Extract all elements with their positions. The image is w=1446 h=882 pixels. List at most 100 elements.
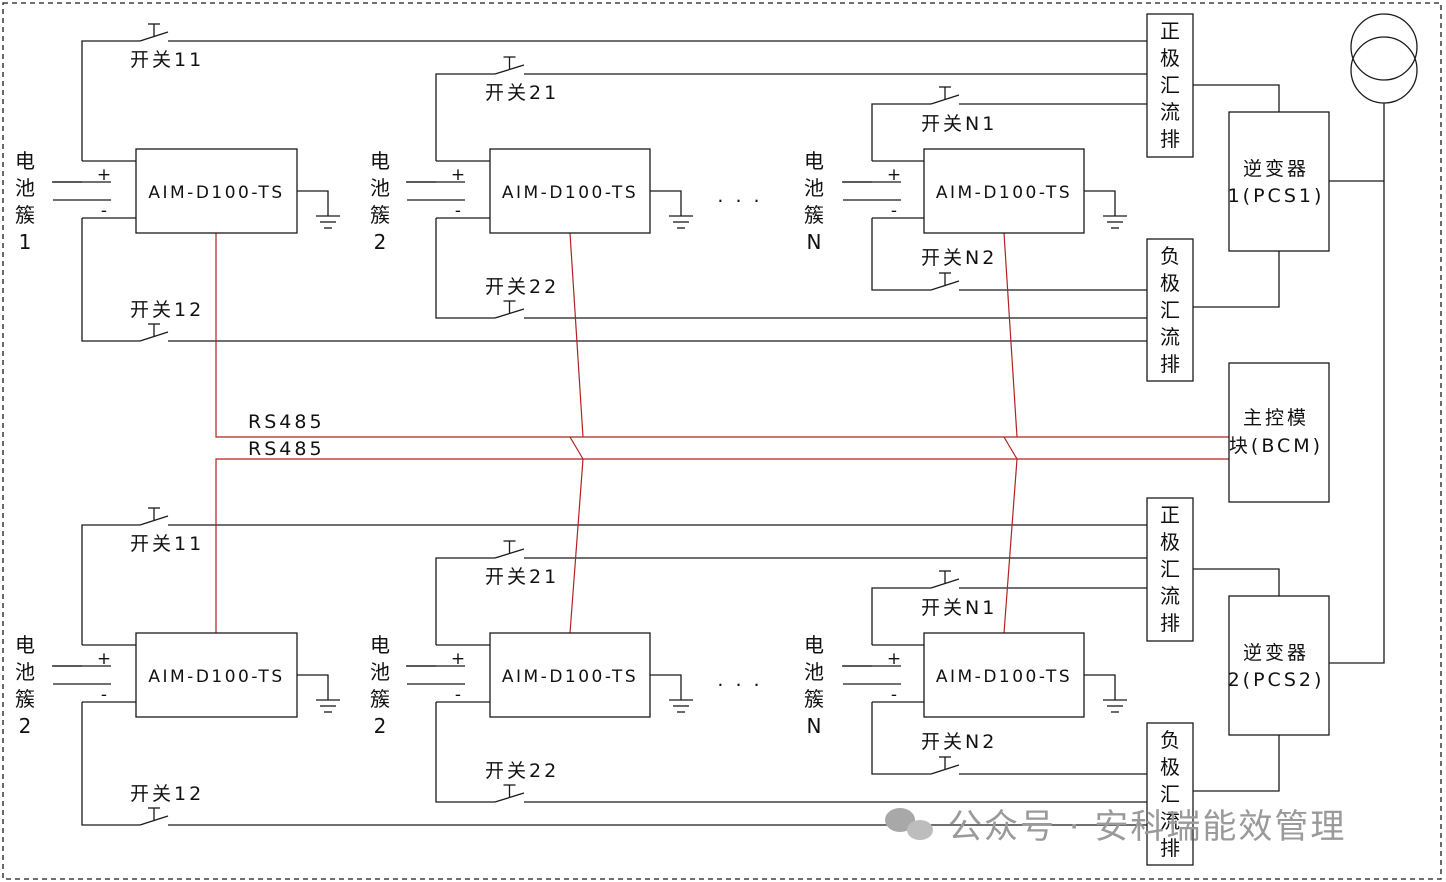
- cluster-bottom-lead: [435, 218, 495, 319]
- negative-busbar-label-line: 负: [1160, 728, 1180, 752]
- negative-busbar-label-line: 负: [1160, 244, 1180, 268]
- positive-busbar-label-line: 排: [1160, 127, 1180, 151]
- cluster-top-lead: [81, 40, 140, 161]
- ellipsis: . . .: [717, 185, 762, 207]
- positive-busbar-label-line: 极: [1160, 46, 1180, 70]
- pcs-box: [1228, 111, 1330, 252]
- pcs-positive-lead: [1193, 84, 1280, 112]
- ground-lead: [297, 674, 329, 700]
- cluster-label-line: 2: [374, 230, 387, 254]
- plus-sign: +: [451, 649, 465, 669]
- cluster-label-line: 池: [804, 176, 824, 200]
- cluster-label-line: 池: [15, 660, 35, 684]
- switch-label-bottom: 开关N2: [921, 247, 997, 269]
- switch-label-top: 开关N1: [921, 597, 997, 619]
- wechat-icon: [885, 808, 933, 840]
- rs485-label-top: RS485: [248, 411, 325, 433]
- switch-contact: [930, 280, 960, 291]
- switch-contact: [494, 548, 525, 559]
- comm-c2-bottom: [569, 458, 584, 634]
- module-box: [135, 148, 298, 234]
- ellipsis: . . .: [717, 669, 762, 691]
- minus-sign: -: [101, 685, 107, 705]
- cluster-label-line: 簇: [15, 687, 35, 711]
- pcs2-label-line: 2(PCS2): [1228, 669, 1325, 691]
- cluster-label-line: 2: [19, 714, 32, 738]
- wechat-bubble-1: [885, 808, 915, 832]
- comm-cN-top: [1003, 232, 1018, 438]
- positive-busbar: [1146, 497, 1194, 642]
- minus-sign: -: [455, 685, 461, 705]
- positive-busbar-label-line: 极: [1160, 530, 1180, 554]
- switch-contact: [930, 578, 960, 589]
- cluster-top-lead: [435, 557, 495, 645]
- rs485-top-bus: [215, 233, 1229, 438]
- pcs-box: [1228, 595, 1330, 736]
- cluster-bottom-lead: [81, 218, 140, 342]
- pcs2-label-line: 逆变器: [1243, 642, 1309, 664]
- pcs-positive-lead: [1193, 568, 1280, 596]
- cluster-label-line: 电: [804, 149, 824, 173]
- transformer-coil-1: [1350, 13, 1418, 81]
- ground-lead: [1084, 190, 1116, 216]
- switch-contact: [494, 64, 525, 75]
- rs485-label-bottom: RS485: [248, 438, 325, 460]
- positive-busbar-label-line: 流: [1160, 584, 1180, 608]
- cluster-label-line: 池: [370, 176, 390, 200]
- cluster-label-line: N: [807, 230, 822, 254]
- negative-busbar-label-line: 极: [1160, 271, 1180, 295]
- cluster-bottom-lead: [871, 218, 931, 291]
- switch-label-top: 开关11: [130, 49, 204, 71]
- cluster-top-lead: [871, 103, 931, 161]
- switch-contact: [139, 31, 169, 42]
- module-box: [135, 632, 298, 718]
- transformer-coil-2: [1350, 36, 1418, 104]
- module-box: [489, 632, 651, 718]
- negative-busbar: [1146, 722, 1194, 866]
- module-label: AIM-D100-TS: [148, 667, 284, 687]
- positive-busbar-label-line: 排: [1160, 611, 1180, 635]
- module-label: AIM-D100-TS: [148, 183, 284, 203]
- grid-line: [1329, 103, 1385, 664]
- cluster-top-lead: [435, 73, 495, 161]
- positive-busbar-label-line: 正: [1160, 19, 1180, 43]
- plus-sign: +: [887, 649, 901, 669]
- negative-busbar-label-line: 汇: [1160, 298, 1180, 322]
- switch-contact: [139, 815, 169, 826]
- comm-cN-bottom: [1003, 458, 1018, 634]
- module-box: [923, 148, 1085, 234]
- positive-busbar-label-line: 流: [1160, 100, 1180, 124]
- cluster-bottom-lead: [871, 702, 931, 775]
- bcm-label-line: 块(BCM): [1229, 435, 1323, 457]
- module-label: AIM-D100-TS: [502, 183, 638, 203]
- bcm-label: 主控模块(BCM): [1229, 407, 1323, 457]
- positive-busbar-label-line: 汇: [1160, 73, 1180, 97]
- minus-sign: -: [101, 201, 107, 221]
- cluster-label-line: 池: [804, 660, 824, 684]
- switch-label-bottom: 开关22: [485, 760, 559, 782]
- cluster-label-line: 电: [15, 149, 35, 173]
- rs485-bottom-bus: [215, 458, 1229, 633]
- positive-busbar-label-line: 正: [1160, 503, 1180, 527]
- cluster-label-line: 簇: [804, 203, 824, 227]
- negative-busbar: [1146, 238, 1194, 382]
- cluster-top-lead: [871, 587, 931, 645]
- module-box: [489, 148, 651, 234]
- minus-sign: -: [455, 201, 461, 221]
- switch-label-top: 开关N1: [921, 113, 997, 135]
- plus-sign: +: [97, 165, 111, 185]
- ground-lead: [1084, 674, 1116, 700]
- negative-busbar-label-line: 排: [1160, 352, 1180, 376]
- cluster-top-lead: [81, 524, 140, 645]
- negative-busbar-label-line: 流: [1160, 809, 1180, 833]
- cluster-label-line: 电: [804, 633, 824, 657]
- minus-sign: -: [891, 201, 897, 221]
- switch-contact: [494, 308, 525, 319]
- positive-busbar-label: 正极汇流排: [1160, 19, 1180, 151]
